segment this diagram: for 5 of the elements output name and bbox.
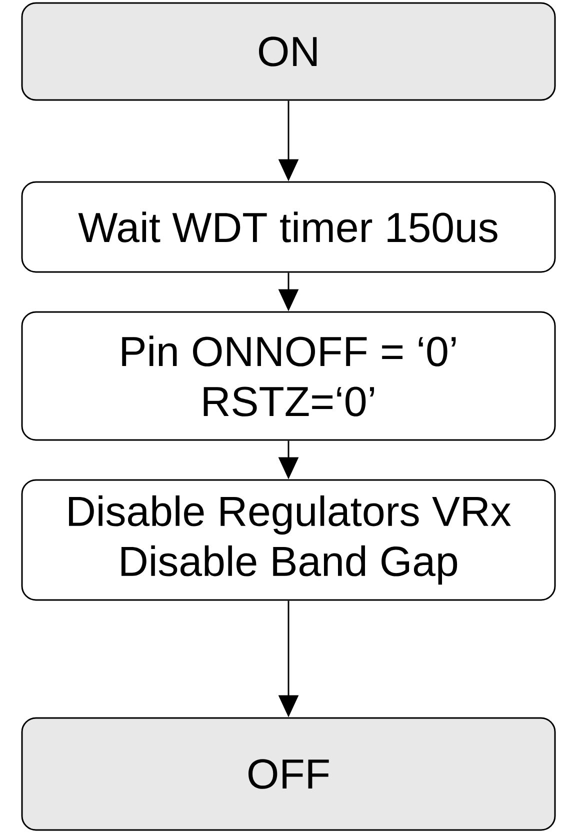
process-box: Wait WDT timer 150us — [21, 181, 556, 273]
process-box: Pin ONNOFF = ‘0’ RSTZ=‘0’ — [21, 311, 556, 441]
terminal-box: ON — [21, 2, 556, 101]
process-box: Disable Regulators VRx Disable Band Gap — [21, 479, 556, 601]
terminal-box: OFF — [21, 717, 556, 831]
